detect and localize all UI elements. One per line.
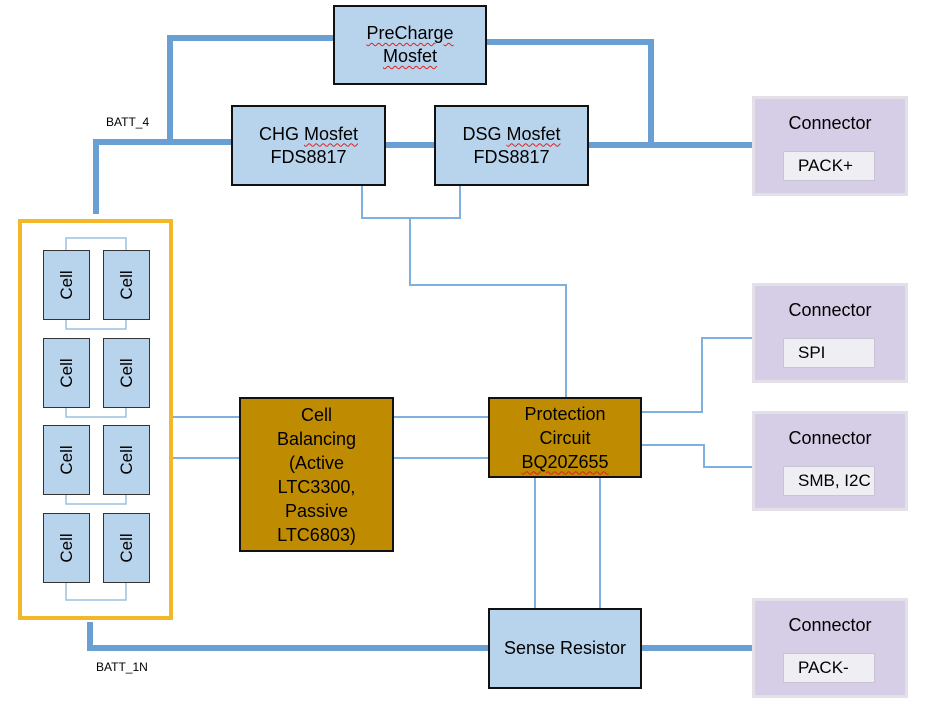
connector-title: Connector: [788, 113, 872, 133]
chg-line1-text: Mosfet: [303, 123, 359, 144]
cell-label: Cell: [116, 445, 136, 475]
protection-to-smb-line: [641, 444, 755, 468]
signal-lines: [173, 185, 755, 610]
connector-slot-smb-i2c: SMB, I2C: [783, 466, 875, 496]
cell-label: Cell: [116, 358, 136, 388]
power-lines: [87, 35, 755, 651]
precharge-mosfet-block: PreCharge Mosfet: [333, 5, 487, 85]
sense-resistor-block: Sense Resistor: [488, 608, 642, 689]
cell-balancing-block: Cell Balancing (Active LTC3300, Passive …: [239, 397, 394, 552]
battery-pack: [18, 219, 173, 620]
cell-label: Cell: [56, 358, 76, 388]
cell: Cell: [43, 250, 90, 320]
protection-line: Circuit: [539, 427, 591, 448]
connector-slot-spi: SPI: [783, 338, 875, 368]
dsg-mosfet-block: DSG Mosfet FDS8817: [434, 105, 589, 186]
cell-label: Cell: [116, 270, 136, 300]
sense-label: Sense Resistor: [503, 638, 627, 658]
cell: Cell: [43, 338, 90, 408]
protection-line: BQ20Z655: [521, 451, 609, 472]
connector-title: Connector: [788, 428, 872, 448]
chg-line1: CHG Mosfet: [258, 123, 359, 144]
cell: Cell: [103, 338, 150, 408]
precharge-left-line: [167, 35, 334, 142]
balancing-line: LTC3300,: [277, 476, 356, 497]
cell: Cell: [103, 250, 150, 320]
precharge-line1: PreCharge: [366, 23, 454, 43]
connector-slot-pack-minus: PACK-: [783, 653, 875, 683]
cell-label: Cell: [56, 533, 76, 563]
dsg-line2: FDS8817: [473, 146, 550, 167]
cell-label: Cell: [56, 445, 76, 475]
cell-label: Cell: [56, 270, 76, 300]
batt1n-label: BATT_1N: [96, 660, 148, 674]
cell-label: Cell: [116, 533, 136, 563]
chg-mosfet-block: CHG Mosfet FDS8817: [231, 105, 386, 186]
batt4-to-chg-line: [93, 139, 232, 214]
cell: Cell: [43, 513, 90, 583]
balancing-line: (Active: [288, 452, 344, 473]
cell: Cell: [43, 425, 90, 495]
connector-spi: Connector SPI: [752, 283, 908, 383]
connector-title: Connector: [788, 615, 872, 635]
cell: Cell: [103, 425, 150, 495]
connector-title: Connector: [788, 300, 872, 320]
chg-line2: FDS8817: [270, 146, 347, 167]
protection-to-spi-line: [641, 337, 755, 413]
batt4-label: BATT_4: [106, 115, 150, 129]
protection-circuit-block: Protection Circuit BQ20Z655: [488, 397, 642, 478]
connector-pack-plus: Connector PACK+: [752, 96, 908, 196]
balancing-line: Passive: [284, 500, 349, 521]
connector-smb-i2c: Connector SMB, I2C: [752, 411, 908, 511]
cell-interconnects: [65, 237, 127, 601]
gate-to-protection-line: [409, 218, 567, 398]
balancing-line: LTC6803): [277, 524, 356, 545]
precharge-right-line: [486, 39, 654, 144]
balancing-line: Cell: [300, 404, 332, 425]
precharge-line2: Mosfet: [382, 46, 438, 66]
dsg-line1: DSG Mosfet: [462, 123, 561, 144]
balancing-line: Balancing: [276, 428, 357, 449]
batt1n-to-sense-line: [87, 622, 490, 651]
gate-drive-line: [361, 185, 461, 219]
protection-line: Protection: [524, 403, 606, 424]
connector-slot-pack-plus: PACK+: [783, 151, 875, 181]
connector-pack-minus: Connector PACK-: [752, 598, 908, 698]
cell: Cell: [103, 513, 150, 583]
dsg-line1-text: Mosfet: [506, 123, 561, 144]
